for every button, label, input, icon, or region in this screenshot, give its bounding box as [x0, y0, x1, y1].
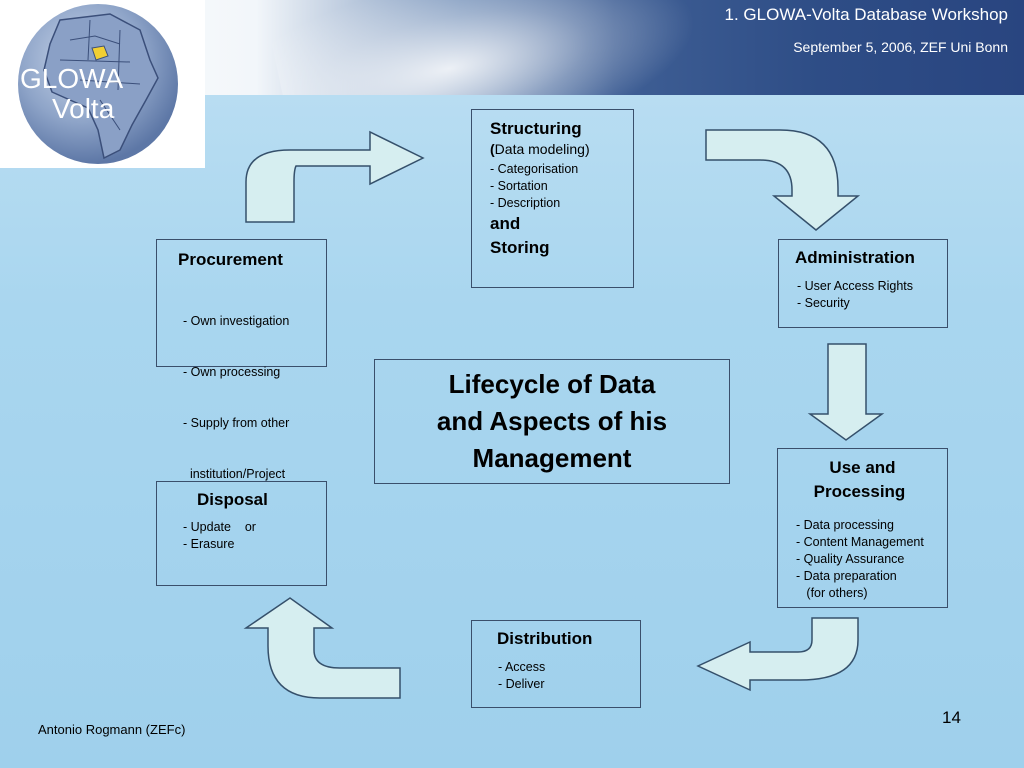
- list-item: - Description: [490, 196, 561, 210]
- arrow-structuring-to-administration-icon: [705, 129, 861, 231]
- use-processing-items: - Data processing - Content Management -…: [796, 517, 924, 602]
- logo-globe-icon: GLOWA Volta: [18, 4, 178, 164]
- svg-text:Volta: Volta: [52, 93, 115, 124]
- structuring-title: Structuring: [490, 119, 582, 138]
- list-item: - Deliver: [498, 677, 545, 691]
- list-item: - Supply from other: [183, 416, 290, 430]
- distribution-title: Distribution: [497, 629, 593, 648]
- arrow-administration-to-use-icon: [807, 343, 885, 441]
- page-number: 14: [942, 708, 961, 727]
- use-processing-title-1: Use and: [829, 458, 896, 477]
- disposal-title: Disposal: [197, 490, 268, 509]
- list-item: - Security: [797, 296, 850, 310]
- disposal-items: - Update or - Erasure: [183, 519, 256, 553]
- distribution-items: - Access - Deliver: [498, 659, 545, 693]
- use-processing-title-2: Processing: [813, 482, 906, 501]
- arrow-distribution-to-disposal-icon: [243, 597, 401, 699]
- use-processing-box: Use and Processing - Data processing - C…: [777, 448, 948, 608]
- svg-text:GLOWA: GLOWA: [20, 63, 124, 94]
- administration-title: Administration: [795, 248, 915, 267]
- center-line-2: and Aspects of his: [436, 406, 668, 436]
- list-item: - Data preparation: [796, 569, 897, 583]
- list-item: - Sortation: [490, 179, 548, 193]
- list-item: - User Access Rights: [797, 279, 914, 293]
- list-item: - Content Management: [796, 535, 924, 549]
- distribution-box: Distribution - Access - Deliver: [471, 620, 641, 708]
- list-item: - Own investigation: [183, 314, 290, 328]
- center-line-1: Lifecycle of Data: [448, 369, 656, 399]
- list-item: - Quality Assurance: [796, 552, 905, 566]
- structuring-items: - Categorisation - Sortation - Descripti…: [490, 161, 578, 212]
- lifecycle-title-box: Lifecycle of Data and Aspects of his Man…: [374, 359, 730, 484]
- list-item: - Erasure: [183, 537, 235, 551]
- header-subtitle: September 5, 2006, ZEF Uni Bonn: [793, 39, 1008, 55]
- disposal-box: Disposal - Update or - Erasure: [156, 481, 327, 586]
- list-item: institution/Project: [183, 467, 286, 481]
- structuring-storing: Storing: [490, 238, 550, 257]
- structuring-box: Structuring (Data modeling) - Categorisa…: [471, 109, 634, 288]
- list-item: (for others): [796, 586, 868, 600]
- procurement-title: Procurement: [178, 250, 283, 269]
- glowa-volta-logo: GLOWA Volta: [0, 0, 205, 168]
- administration-box: Administration - User Access Rights - Se…: [778, 239, 948, 328]
- list-item: - Categorisation: [490, 162, 579, 176]
- procurement-items: - Own investigation - Own processing - S…: [183, 279, 289, 517]
- procurement-box: Procurement - Own investigation - Own pr…: [156, 239, 327, 481]
- administration-items: - User Access Rights - Security: [797, 278, 913, 312]
- arrow-procurement-to-structuring-icon: [245, 130, 425, 223]
- structuring-and: and: [490, 214, 521, 233]
- arrow-use-to-distribution-icon: [696, 617, 859, 692]
- structuring-subtitle: (Data modeling): [490, 141, 590, 157]
- footer-author: Antonio Rogmann (ZEFc): [38, 722, 186, 737]
- list-item: - Own processing: [183, 365, 281, 379]
- header-title: 1. GLOWA-Volta Database Workshop: [724, 5, 1008, 24]
- list-item: - Data processing: [796, 518, 894, 532]
- list-item: - Access: [498, 660, 546, 674]
- list-item: - Update or: [183, 520, 256, 534]
- center-line-3: Management: [472, 443, 632, 473]
